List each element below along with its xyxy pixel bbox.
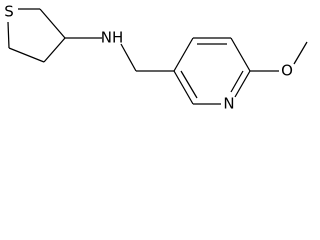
bond-o-ch3 [293, 41, 308, 65]
bond-c3-c4 [173, 37, 194, 72]
amine-atom-label: NH [101, 29, 124, 47]
bond-c2-c3 [173, 70, 194, 105]
bond-c3-c2 [39, 8, 66, 39]
bond-c4-c3 [43, 37, 66, 63]
molecule-structure: S NH N O [4, 3, 308, 113]
pyridine-ring [173, 37, 251, 105]
pyridine-nitrogen-label: N [223, 95, 234, 113]
methoxy-oxygen-label: O [281, 62, 293, 80]
bond-c5-c4 [8, 47, 45, 63]
sulfur-atom-label: S [4, 3, 14, 21]
bond-c5-c6 [230, 37, 251, 72]
bond-c2-c3-inner [180, 70, 198, 99]
bond-nh-ch2 [120, 43, 137, 72]
bond-s-c5 [7, 21, 10, 49]
bond-c6-n1 [234, 70, 251, 98]
bond-c6-n1-inner [230, 70, 244, 93]
thiolane-ring [7, 8, 66, 63]
